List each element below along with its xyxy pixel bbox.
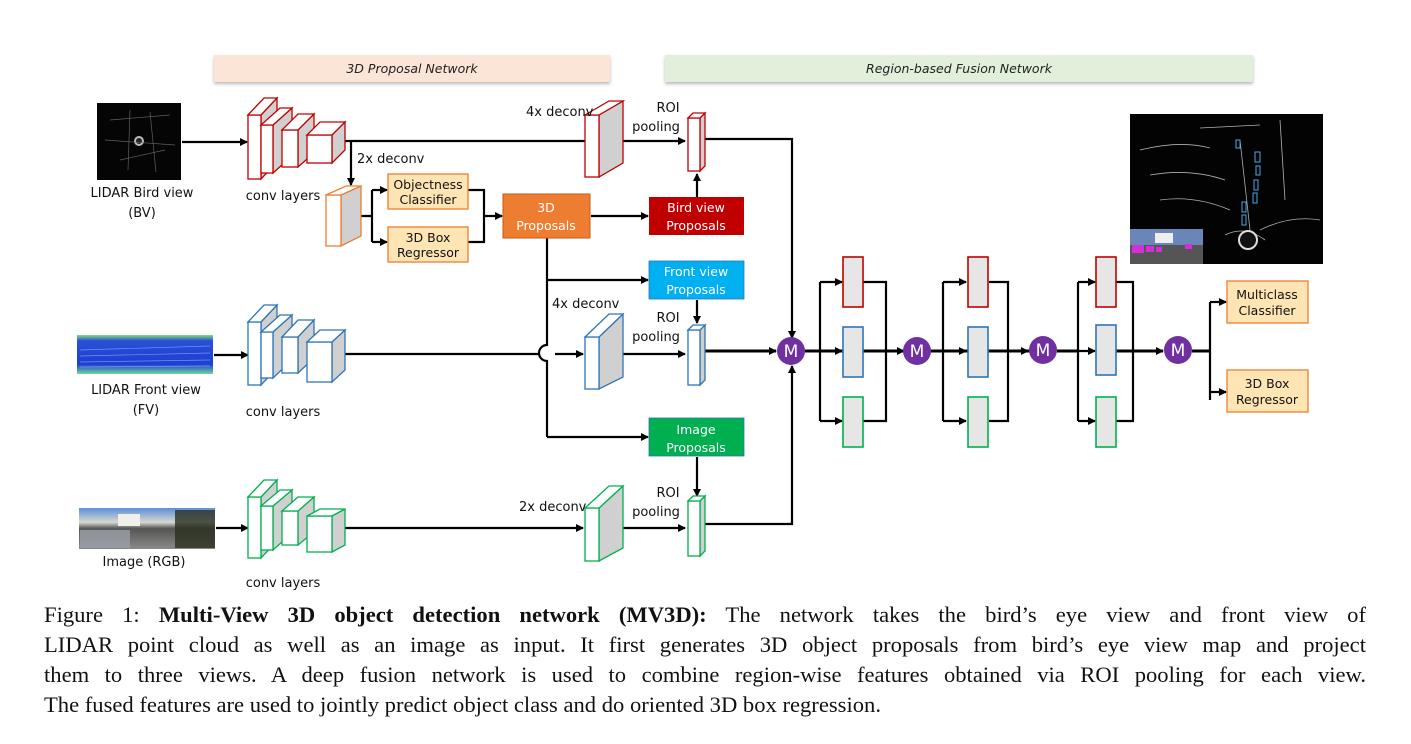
rgb-conv-layers: conv layers: [246, 478, 346, 591]
fusion-1-fv-block: [842, 326, 864, 378]
rgb-conv-label: conv layers: [246, 576, 321, 591]
final-box-regressor-box: 3D Box Regressor: [1226, 369, 1309, 413]
caption-line-1: Figure 1: Multi-View 3D object detection…: [44, 600, 1366, 630]
svg-text:M: M: [784, 342, 799, 362]
rgb-roi-pooling-block: [686, 494, 707, 558]
svg-text:Multiclass: Multiclass: [1236, 287, 1298, 302]
svg-text:Regressor: Regressor: [397, 245, 460, 260]
fusion-block-3-lines: [1057, 278, 1164, 425]
proposal-network-header: 3D Proposal Network: [214, 55, 610, 82]
bird-view-input: LIDAR Bird view (BV): [91, 103, 194, 221]
svg-text:Classifier: Classifier: [1238, 303, 1296, 318]
caption-line-4: The fused features are used to jointly p…: [44, 692, 881, 717]
fusion-feature-blocks: [842, 256, 1117, 448]
rpn-box-regressor-box: 3D Box Regressor: [387, 226, 469, 263]
svg-text:Proposals: Proposals: [666, 440, 726, 455]
svg-text:Front view: Front view: [664, 264, 728, 279]
fusion-network-header: Region-based Fusion Network: [665, 55, 1253, 82]
multiclass-classifier-box: Multiclass Classifier: [1226, 280, 1309, 324]
rgb-2x-deconv-label: 2x deconv: [519, 500, 587, 515]
svg-text:Proposals: Proposals: [666, 218, 726, 233]
bird-view-proposals-box: Bird view Proposals: [649, 197, 744, 235]
rpn-join-line: [468, 188, 486, 244]
rgb-2x-deconv-block: [583, 484, 625, 563]
detection-result-visualization: [1130, 114, 1323, 264]
svg-text:Classifier: Classifier: [399, 192, 457, 207]
fv-conv-layers: conv layers: [246, 303, 347, 420]
bird-view-abbrev: (BV): [128, 206, 156, 221]
caption-title: Multi-View 3D object detection network (…: [158, 602, 707, 627]
caption-text-1: The network takes the bird’s eye view an…: [706, 602, 1366, 627]
svg-text:M: M: [1036, 341, 1051, 361]
fv-pooling-label: pooling: [632, 330, 680, 345]
bv-pooling-label: pooling: [632, 120, 680, 135]
merge-node-2: M: [903, 337, 931, 365]
fusion-3-rgb-block: [1095, 396, 1117, 448]
bv-conv-layers: conv layers: [246, 96, 347, 204]
svg-text:Objectness: Objectness: [393, 177, 462, 192]
fusion-3-fv-block: [1095, 324, 1117, 376]
rgb-pooling-label: pooling: [632, 505, 680, 520]
fusion-2-rgb-block: [967, 396, 989, 448]
image-proposals-box: Image Proposals: [648, 417, 745, 457]
3d-proposals-box: 3D Proposals: [502, 193, 591, 239]
svg-text:Proposals: Proposals: [516, 218, 576, 233]
fusion-1-bv-block: [842, 256, 864, 308]
rgb-image-input: Image (RGB): [79, 508, 215, 570]
svg-text:3D Box: 3D Box: [1245, 376, 1290, 391]
bv-conv-label: conv layers: [246, 189, 321, 204]
svg-text:3D Box: 3D Box: [406, 230, 451, 245]
bv-4x-deconv-block: [582, 99, 626, 179]
caption-line-2: LIDAR point cloud as well as an image as…: [44, 632, 1366, 657]
front-view-input: LIDAR Front view (FV): [77, 335, 213, 418]
svg-text:Regressor: Regressor: [1236, 392, 1299, 407]
front-view-proposals-box: Front view Proposals: [648, 260, 745, 300]
bv-4x-deconv-label: 4x deconv: [526, 105, 594, 120]
fv-4x-deconv-label: 4x deconv: [552, 297, 620, 312]
svg-text:Proposals: Proposals: [666, 282, 726, 297]
proposals-trunk-line: [537, 238, 549, 437]
svg-text:Bird view: Bird view: [667, 200, 725, 215]
fusion-block-1-lines: [805, 278, 905, 425]
bv-roi-pooling-block: [686, 111, 707, 173]
figure-caption: Figure 1: Multi-View 3D object detection…: [44, 600, 1366, 720]
fv-conv-label: conv layers: [246, 405, 321, 420]
front-view-abbrev: (FV): [133, 403, 160, 418]
bird-view-label: LIDAR Bird view: [91, 186, 194, 201]
mv3d-architecture-diagram: 3D Proposal Network Region-based Fusion …: [77, 55, 1323, 591]
front-view-label: LIDAR Front view: [91, 383, 201, 398]
connections: [182, 137, 1227, 532]
proposal-network-title: 3D Proposal Network: [346, 61, 478, 76]
fusion-2-fv-block: [967, 326, 989, 378]
fv-roi-label: ROI: [656, 311, 679, 326]
fv-4x-deconv-block: [583, 312, 625, 391]
fusion-1-rgb-block: [842, 396, 864, 448]
merge-node-4: M: [1164, 336, 1192, 364]
merge-node-3: M: [1029, 336, 1057, 364]
bv-2x-deconv-label: 2x deconv: [357, 152, 425, 167]
fusion-2-bv-block: [967, 256, 989, 308]
fusion-3-bv-block: [1095, 256, 1117, 308]
fv-roi-pooling-block: [686, 323, 707, 387]
rgb-roi-label: ROI: [656, 486, 679, 501]
rpn-deconv-block: [325, 184, 362, 248]
svg-text:Image: Image: [676, 422, 715, 437]
fusion-network-title: Region-based Fusion Network: [866, 61, 1053, 76]
svg-text:3D: 3D: [537, 200, 555, 215]
caption-line-3: them to three views. A deep fusion netwo…: [44, 662, 1366, 687]
svg-text:M: M: [1171, 341, 1186, 361]
bv-roi-label: ROI: [656, 101, 679, 116]
rgb-image-label: Image (RGB): [102, 555, 185, 570]
objectness-classifier-box: Objectness Classifier: [387, 173, 469, 210]
svg-text:M: M: [910, 342, 925, 362]
caption-figure-number: Figure 1:: [44, 602, 159, 627]
merge-node-1: M: [777, 337, 805, 365]
